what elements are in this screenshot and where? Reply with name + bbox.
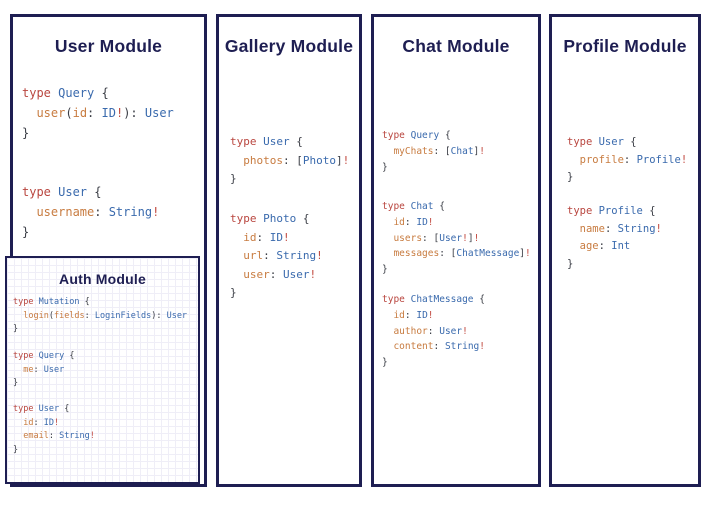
panel-chat-module: Chat Module type Query { myChats: [Chat]… xyxy=(371,14,541,487)
profile-module-title: Profile Module xyxy=(563,36,687,56)
panel-gallery-module: Gallery Module type User { photos: [Phot… xyxy=(216,14,362,487)
gallery-module-title: Gallery Module xyxy=(224,36,354,56)
code-block-profile-type: type Profile { name: String! age: Int} xyxy=(567,205,662,270)
code-block-profile-user: type User { profile: Profile!} xyxy=(567,136,688,183)
code-block-gallery-photo: type Photo { id: ID! url: String! user: … xyxy=(230,212,323,300)
code-block-chat-type: type Chat { id: ID! users: [User!]! mess… xyxy=(382,201,531,276)
code-block-user-type: type User { username: String!} xyxy=(22,185,160,239)
chat-module-title: Chat Module xyxy=(402,36,510,56)
code-block-auth-query: type Query { me: User} xyxy=(13,351,75,388)
code-block-auth-user: type User { id: ID! email: String!} xyxy=(13,404,95,455)
code-block-user-query: type Query { user(id: ID!): User} xyxy=(22,86,174,140)
user-module-title: User Module xyxy=(54,36,163,56)
panel-profile-module: Profile Module type User { profile: Prof… xyxy=(549,14,701,487)
panel-auth-module: Auth Module type Mutation { login(fields… xyxy=(5,256,200,484)
auth-module-title: Auth Module xyxy=(59,271,146,287)
code-block-gallery-user: type User { photos: [Photo]!} xyxy=(230,135,350,186)
code-block-chat-query: type Query { myChats: [Chat]!} xyxy=(382,130,486,173)
code-block-auth-mutation: type Mutation { login(fields: LoginField… xyxy=(13,297,188,334)
code-block-chat-message: type ChatMessage { id: ID! author: User!… xyxy=(382,294,485,369)
